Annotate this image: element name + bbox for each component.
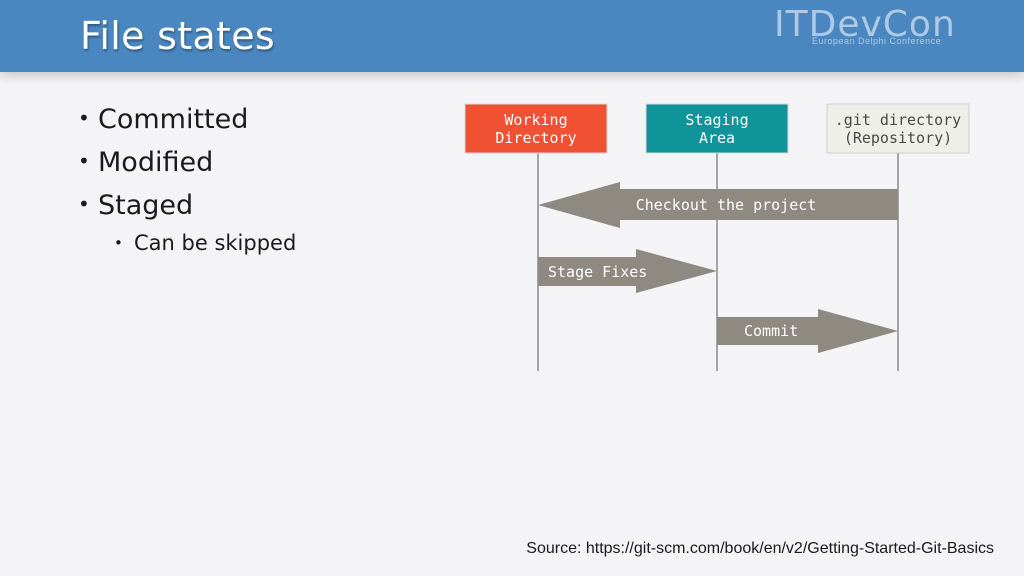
- slide-title: File states: [80, 14, 276, 58]
- working-box-line2: Directory: [495, 129, 576, 147]
- repo-box-line2: (Repository): [844, 129, 952, 147]
- bullet-item: • Committed: [78, 100, 296, 143]
- repository-box: .git directory (Repository): [826, 103, 970, 154]
- bullet-item: • Modified: [78, 143, 296, 186]
- working-box-rect: [464, 103, 608, 154]
- checkout-arrow: Checkout the project: [538, 182, 898, 228]
- sub-bullet-item: • Can be skipped: [114, 229, 296, 257]
- checkout-arrow-label: Checkout the project: [636, 196, 817, 214]
- repo-box-rect: [826, 103, 970, 154]
- repo-box-line1: .git directory: [835, 111, 961, 129]
- staging-box-line1: Staging: [685, 111, 748, 129]
- logo-subtitle: European Delphi Conference: [812, 36, 942, 46]
- stage-fixes-arrow-shape: [538, 249, 717, 293]
- stage-fixes-arrow: Stage Fixes: [538, 249, 717, 293]
- bullet-dot: •: [78, 192, 90, 216]
- staging-box-rect: [645, 103, 789, 154]
- bullet-dot: •: [114, 234, 123, 252]
- checkout-arrow-shape: [538, 182, 898, 228]
- sub-bullet-text: Can be skipped: [134, 231, 297, 255]
- bullet-text: Committed: [98, 104, 249, 135]
- bullet-dot: •: [78, 106, 90, 130]
- source-citation: Source: https://git-scm.com/book/en/v2/G…: [526, 540, 994, 557]
- commit-arrow-label: Commit: [744, 322, 798, 340]
- working-box-line1: Working: [504, 111, 567, 129]
- bullet-text: Modified: [98, 147, 214, 178]
- commit-arrow: Commit: [717, 309, 898, 353]
- bullet-dot: •: [78, 149, 90, 173]
- staging-area-box: Staging Area: [645, 103, 789, 154]
- bullet-text: Staged: [98, 190, 194, 221]
- staging-box-line2: Area: [699, 129, 735, 147]
- bullet-item: • Staged: [78, 186, 296, 229]
- logo-main-text: ITDevCon: [774, 4, 956, 45]
- commit-arrow-shape: [717, 309, 898, 353]
- working-directory-box: Working Directory: [464, 103, 608, 154]
- stage-fixes-arrow-label: Stage Fixes: [548, 263, 647, 281]
- bullet-list: • Committed • Modified • Staged • Can be ski…: [78, 100, 296, 257]
- slide-header: File states ITDevCon European Delphi Con…: [0, 0, 1024, 72]
- conference-logo: ITDevCon European Delphi Conference: [774, 4, 980, 48]
